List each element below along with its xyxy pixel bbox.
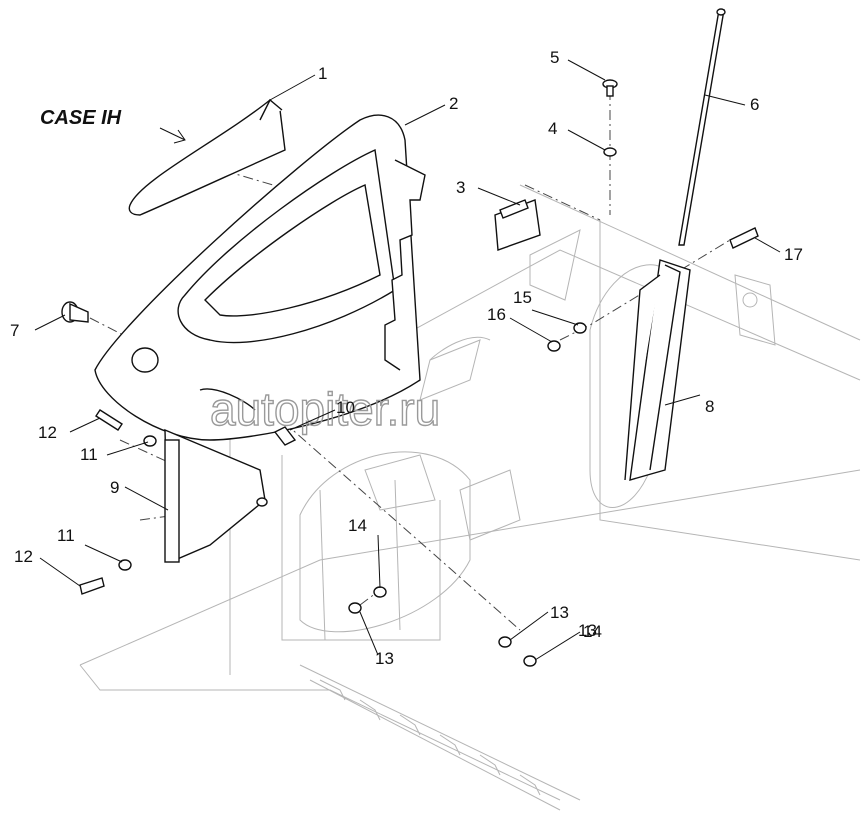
part-pin — [61, 301, 89, 323]
brand-logo: CASE IH — [40, 107, 122, 129]
callout-14b: 14 — [583, 622, 602, 641]
part-cover-strip — [128, 98, 286, 216]
callout-10: 10 — [336, 398, 355, 417]
callout-16: 16 — [487, 305, 506, 324]
part-decal-label — [494, 199, 541, 251]
callout-12b: 12 — [14, 547, 33, 566]
callout-11a: 11 — [80, 445, 98, 464]
callout-13c: 13 — [578, 621, 597, 640]
callout-5: 5 — [550, 48, 559, 67]
part-bolt-and-washer — [602, 79, 618, 157]
callout-1: 1 — [318, 64, 327, 83]
callout-13b: 13 — [550, 603, 569, 622]
brand-arrow-icon — [159, 127, 186, 144]
callout-12a: 12 — [38, 423, 57, 442]
callout-17: 17 — [784, 245, 803, 264]
callout-11b: 11 — [57, 526, 75, 545]
callout-7: 7 — [10, 321, 19, 340]
part-rod — [678, 8, 726, 246]
callout-15: 15 — [513, 288, 532, 307]
part-vertical-plate — [624, 259, 691, 481]
part-lower-plate — [164, 428, 268, 563]
watermark: autopiter.ru — [210, 383, 440, 435]
cutter-bar-teeth — [319, 679, 541, 796]
callout-8: 8 — [705, 397, 714, 416]
hardware-washers-nuts — [79, 227, 759, 667]
callout-labels: 1 2 3 4 5 6 7 8 9 10 11 11 12 12 13 13 1… — [10, 48, 803, 668]
leader-lines — [34, 59, 781, 661]
callout-13a: 13 — [375, 649, 394, 668]
callout-6: 6 — [750, 95, 759, 114]
callout-2: 2 — [449, 94, 458, 113]
callout-14a: 14 — [348, 516, 367, 535]
part-clip — [273, 426, 297, 446]
callout-4: 4 — [548, 119, 557, 138]
part-side-shield — [94, 114, 426, 441]
callout-9: 9 — [110, 478, 119, 497]
callout-3: 3 — [456, 178, 465, 197]
